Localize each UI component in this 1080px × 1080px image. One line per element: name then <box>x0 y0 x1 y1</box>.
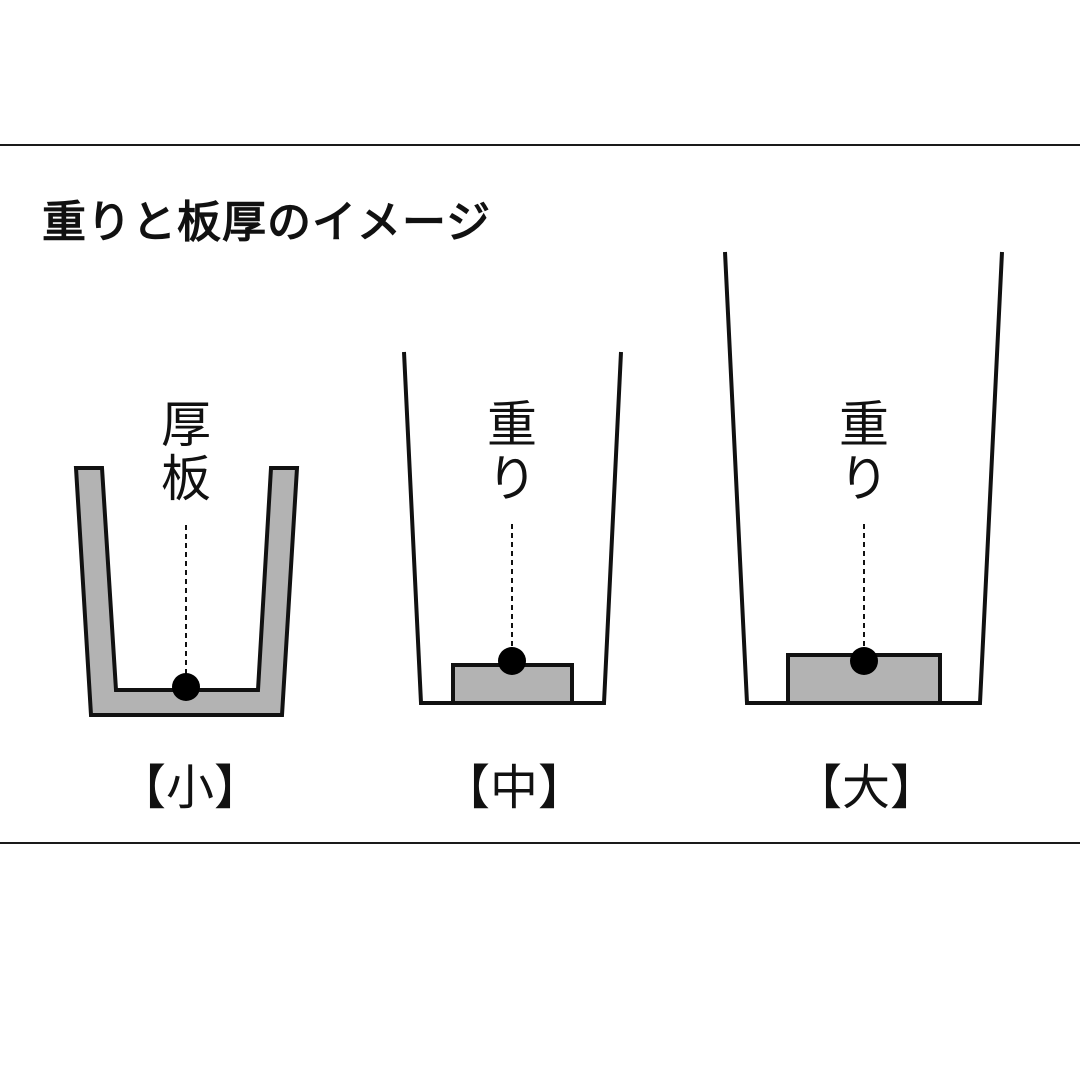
size-label-small: 【小】 <box>118 760 263 816</box>
label-weight-medium: 重 り <box>482 398 542 506</box>
label-weight-large: 重 り <box>834 398 894 506</box>
page-title: 重りと板厚のイメージ <box>42 197 492 248</box>
label-char: り <box>839 450 889 508</box>
top-divider <box>0 144 1080 146</box>
label-char: 重 <box>487 396 537 454</box>
label-char: 重 <box>839 396 889 454</box>
label-char: 板 <box>161 450 211 508</box>
size-label-large: 【大】 <box>794 760 939 816</box>
center-of-gravity-large <box>850 647 878 675</box>
center-of-gravity-medium <box>498 647 526 675</box>
bottom-divider <box>0 842 1080 844</box>
large-container <box>723 251 1004 705</box>
label-char: 厚 <box>161 396 211 454</box>
thick-plate-container <box>73 466 300 717</box>
label-char: り <box>487 450 537 508</box>
size-label-medium: 【中】 <box>442 760 587 816</box>
label-thick-plate: 厚 板 <box>156 398 216 506</box>
center-of-gravity-small <box>172 673 200 701</box>
